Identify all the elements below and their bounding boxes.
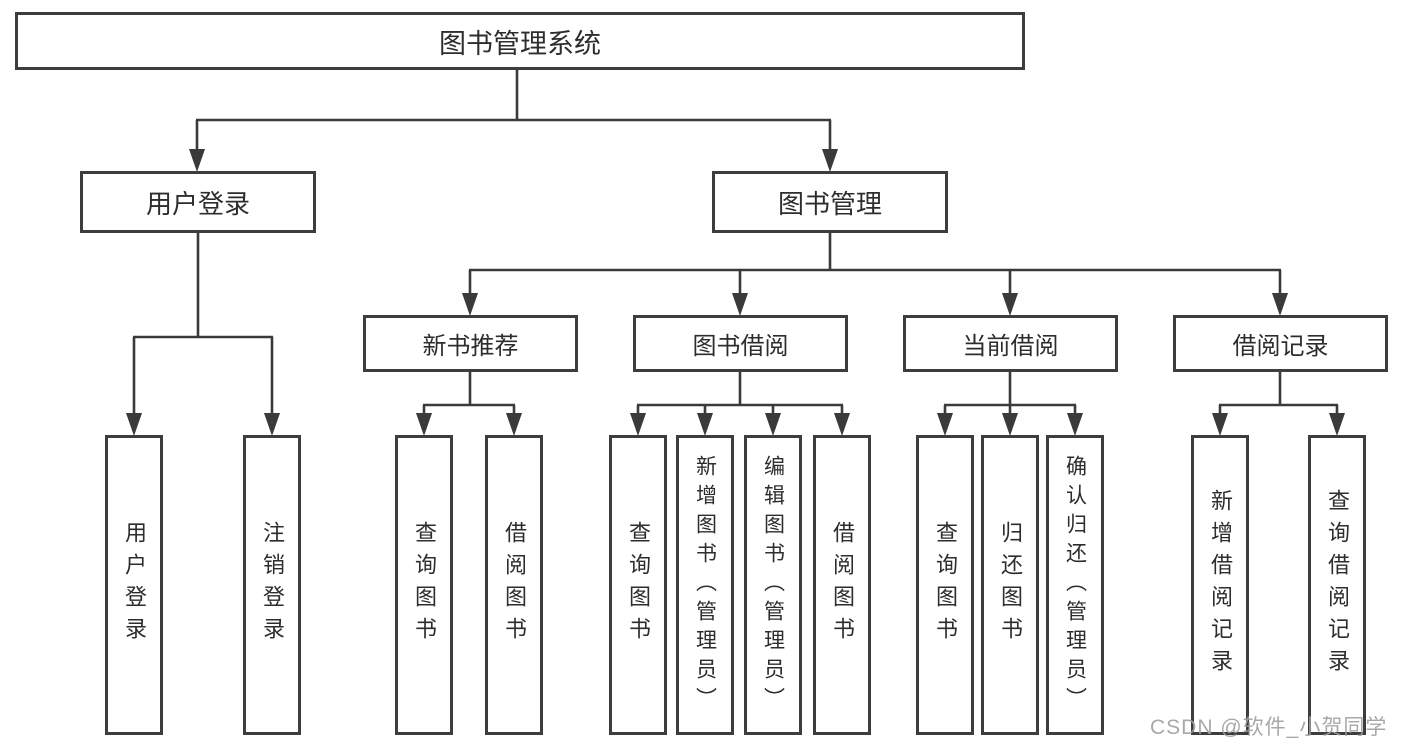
leaf-borrowing-edit-books-admin-label: 编辑图书（管理员） (761, 454, 785, 716)
leaf-records-query-record: 查询借阅记录 (1308, 435, 1366, 735)
leaf-borrowing-query-books-label: 查询图书 (626, 521, 651, 649)
node-library-system-label: 图书管理系统 (439, 28, 601, 59)
leaf-user-login-label: 用户登录 (122, 521, 147, 649)
node-book-management: 图书管理 (712, 171, 948, 233)
node-book-management-label: 图书管理 (777, 188, 882, 219)
node-borrow-records: 借阅记录 (1173, 315, 1388, 372)
leaf-current-confirm-return-admin-label: 确认归还（管理员） (1063, 454, 1087, 716)
leaf-recommend-query-books-label: 查询图书 (412, 521, 437, 649)
leaf-records-add-record-label: 新增借阅记录 (1208, 489, 1233, 681)
leaf-records-add-record: 新增借阅记录 (1191, 435, 1249, 735)
leaf-user-login: 用户登录 (105, 435, 163, 735)
leaf-current-return-books-label: 归还图书 (998, 521, 1023, 649)
node-borrow-records-label: 借阅记录 (1232, 333, 1329, 360)
node-library-system: 图书管理系统 (15, 12, 1025, 70)
leaf-borrowing-add-books-admin: 新增图书（管理员） (676, 435, 734, 735)
node-book-borrowing-label: 图书借阅 (692, 333, 789, 360)
node-book-borrowing: 图书借阅 (633, 315, 848, 372)
leaf-records-query-record-label: 查询借阅记录 (1325, 489, 1350, 681)
leaf-borrowing-borrow-books: 借阅图书 (813, 435, 871, 735)
leaf-logout-label: 注销登录 (260, 521, 285, 649)
leaf-recommend-query-books: 查询图书 (395, 435, 453, 735)
node-new-book-recommend: 新书推荐 (363, 315, 578, 372)
node-current-borrowing: 当前借阅 (903, 315, 1118, 372)
csdn-watermark: CSDN @软件_小贺同学 (1150, 716, 1388, 739)
leaf-borrowing-edit-books-admin: 编辑图书（管理员） (744, 435, 802, 735)
leaf-current-confirm-return-admin: 确认归还（管理员） (1046, 435, 1104, 735)
leaf-borrowing-add-books-admin-label: 新增图书（管理员） (693, 454, 717, 716)
leaf-recommend-borrow-books-label: 借阅图书 (502, 521, 527, 649)
leaf-borrowing-borrow-books-label: 借阅图书 (830, 521, 855, 649)
leaf-current-return-books: 归还图书 (981, 435, 1039, 735)
leaf-current-query-books-label: 查询图书 (933, 521, 958, 649)
leaf-borrowing-query-books: 查询图书 (609, 435, 667, 735)
node-new-book-recommend-label: 新书推荐 (422, 333, 519, 360)
leaf-current-query-books: 查询图书 (916, 435, 974, 735)
node-user-login-label: 用户登录 (145, 188, 250, 219)
node-user-login: 用户登录 (80, 171, 316, 233)
leaf-recommend-borrow-books: 借阅图书 (485, 435, 543, 735)
node-current-borrowing-label: 当前借阅 (962, 333, 1059, 360)
leaf-logout: 注销登录 (243, 435, 301, 735)
